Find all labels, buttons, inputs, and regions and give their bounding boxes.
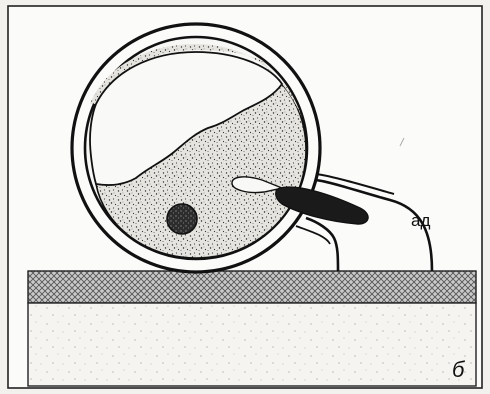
- ground-layer: [28, 303, 476, 386]
- substrate-layer: [28, 271, 476, 303]
- nucleus: [167, 204, 197, 234]
- label-ad: ад: [411, 211, 430, 230]
- panel-letter: б: [452, 357, 466, 382]
